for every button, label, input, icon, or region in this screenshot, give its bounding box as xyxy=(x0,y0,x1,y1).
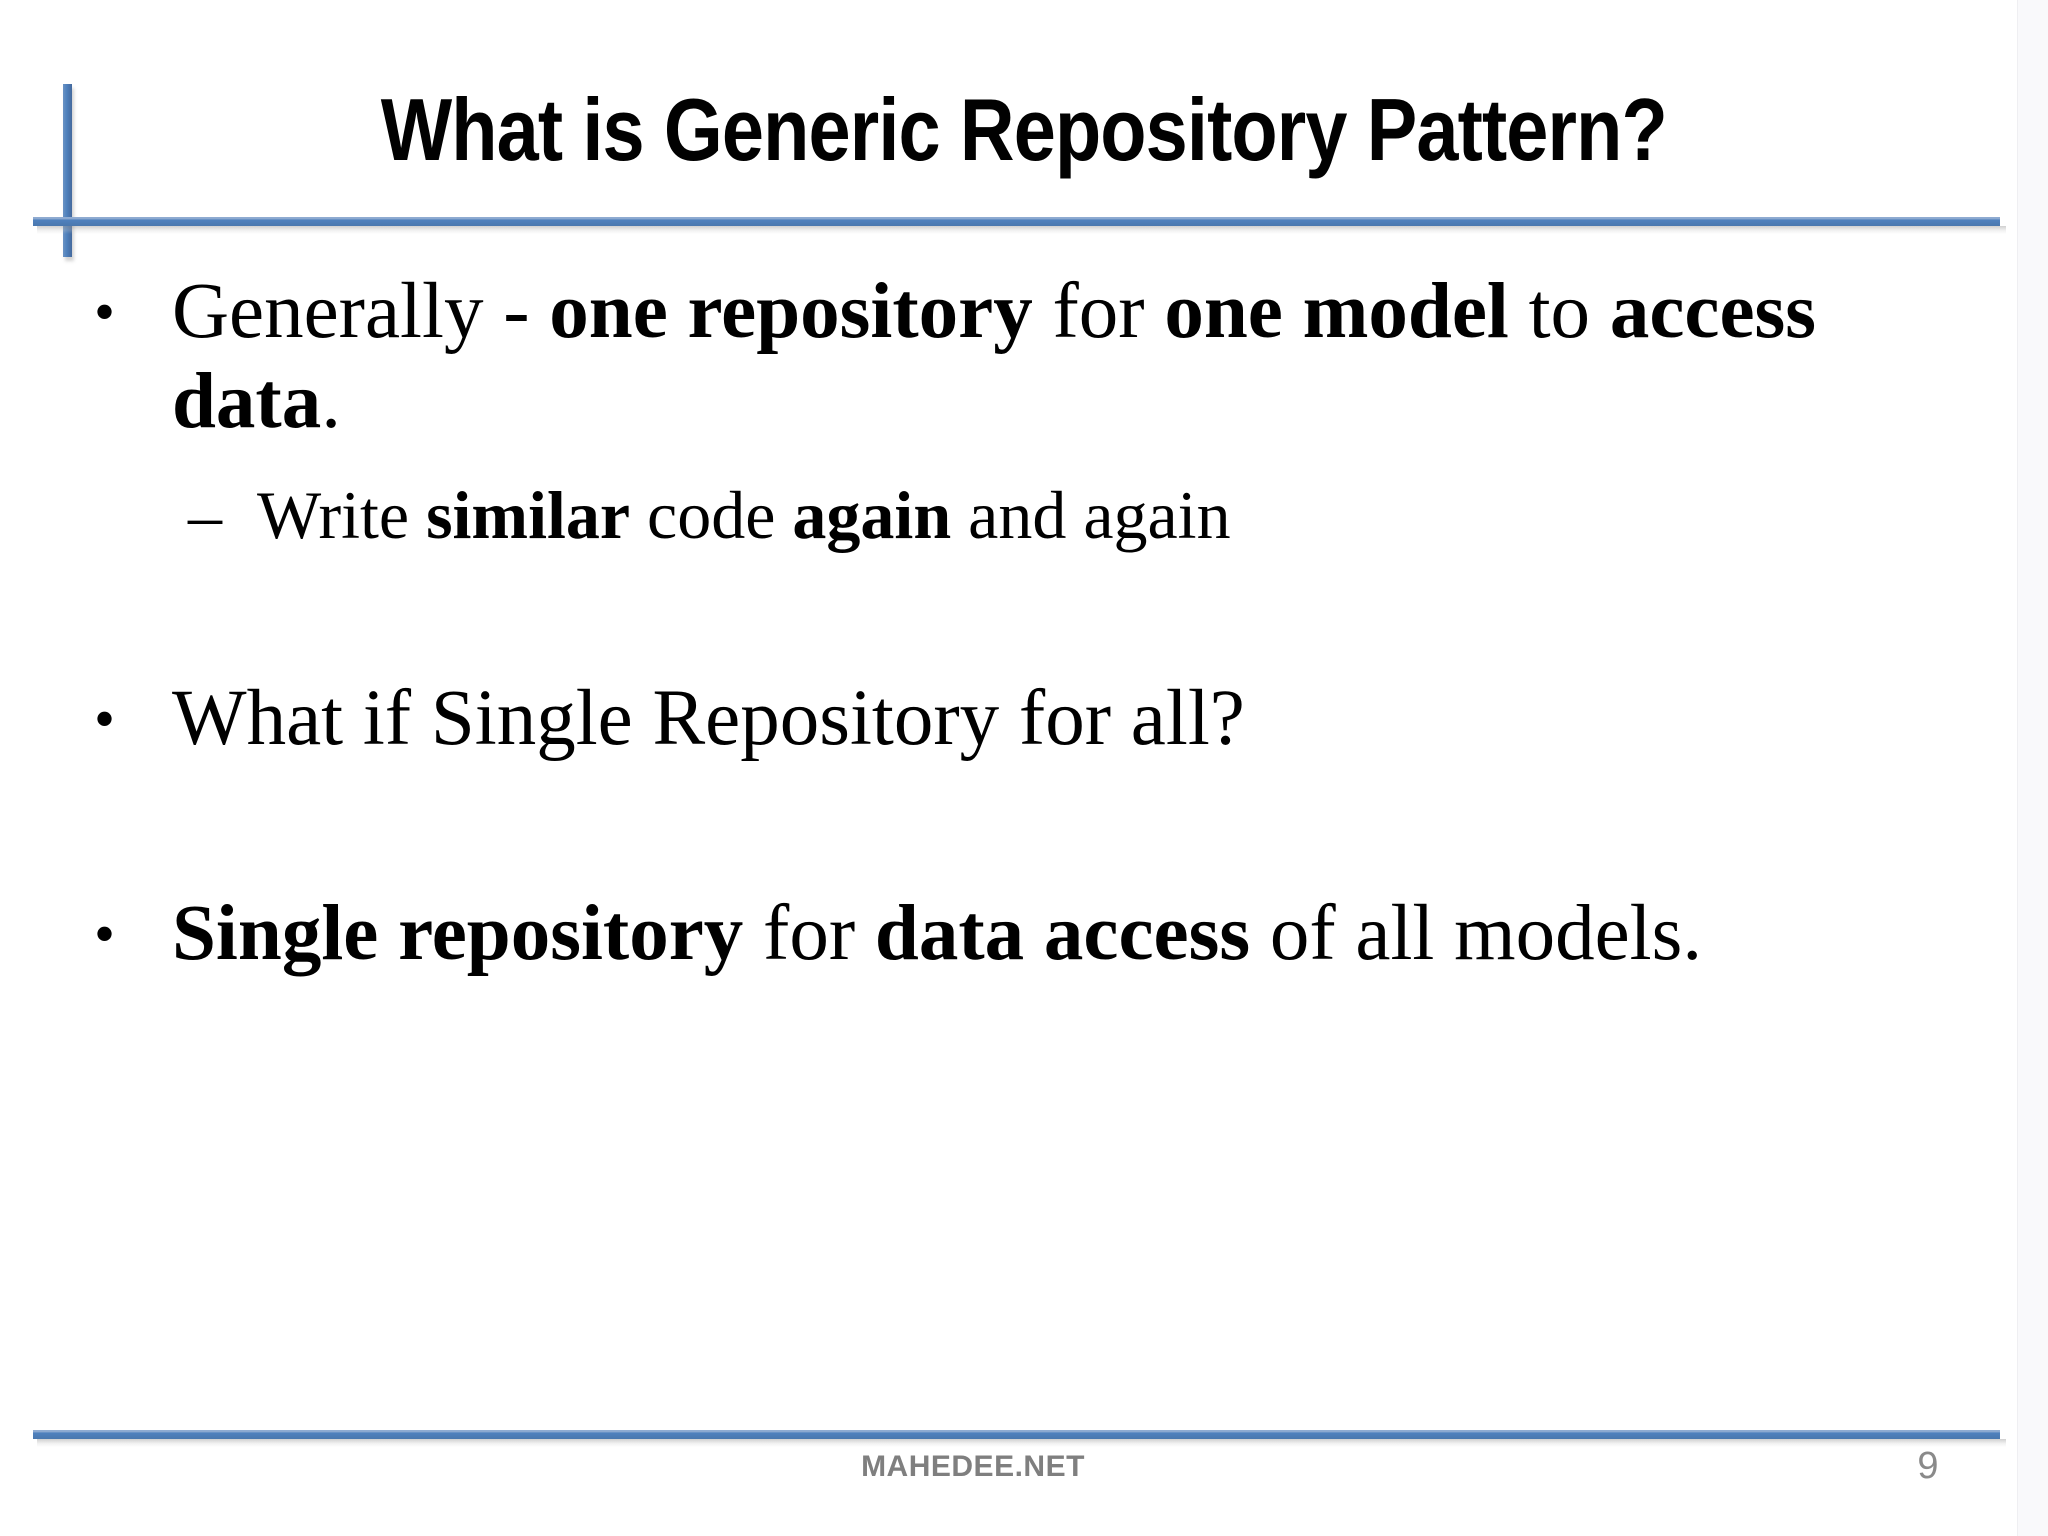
page-number: 9 xyxy=(1917,1445,1939,1487)
text-run-bold: one model xyxy=(1164,268,1509,355)
bullet-text: What if Single Repository for all? xyxy=(172,674,1245,764)
title-underline-rule xyxy=(33,217,2006,234)
bullet-text: Single repository for data access of all… xyxy=(172,889,1702,979)
slide-edge-shading xyxy=(2017,0,2048,1536)
bullet-item: • What if Single Repository for all? xyxy=(94,674,2004,764)
text-run: Write xyxy=(257,477,427,553)
bullet-item: • Single repository for data access of al… xyxy=(94,889,2004,979)
text-run: Generally - xyxy=(172,268,550,355)
text-run-bold: one repository xyxy=(549,268,1033,355)
bullet-item: • Generally - one repository for one mode… xyxy=(94,267,2004,447)
footer-site-text: MAHEDEE.NET xyxy=(861,1450,1085,1483)
bullet-dot-marker: • xyxy=(94,686,116,752)
text-run: for xyxy=(743,890,875,977)
text-run: of all models. xyxy=(1250,890,1703,977)
text-run-bold: data access xyxy=(874,890,1251,977)
text-run-bold: Single repository xyxy=(172,890,744,977)
bullet-dot-marker: • xyxy=(94,279,116,345)
text-run-bold: similar xyxy=(426,477,631,553)
footer-rule xyxy=(33,1430,2006,1447)
text-run: to xyxy=(1508,268,1610,355)
text-run-bold: again xyxy=(792,477,952,553)
page-title: What is Generic Repository Pattern? xyxy=(380,80,1668,179)
sub-bullet-item: –Write similar code again and again xyxy=(94,476,2004,554)
text-run: What if Single Repository for all? xyxy=(172,675,1245,762)
bullet-text: Generally - one repository for one model… xyxy=(172,267,1816,447)
text-run: for xyxy=(1032,268,1165,355)
bullet-dot-marker: • xyxy=(94,901,116,967)
title-area: What is Generic Repository Pattern? xyxy=(0,86,2048,174)
text-run-bold: access xyxy=(1609,268,1816,355)
text-run: and again xyxy=(951,477,1231,553)
text-run-bold: data xyxy=(172,358,322,445)
text-run: code xyxy=(630,477,793,553)
text-run: . xyxy=(321,358,341,445)
bullet-text: Write similar code again and again xyxy=(257,476,1231,554)
bullet-list: • Generally - one repository for one mode… xyxy=(94,267,2004,979)
title-accent-vertical-line xyxy=(63,84,72,257)
bullet-dash-marker: – xyxy=(188,477,222,553)
